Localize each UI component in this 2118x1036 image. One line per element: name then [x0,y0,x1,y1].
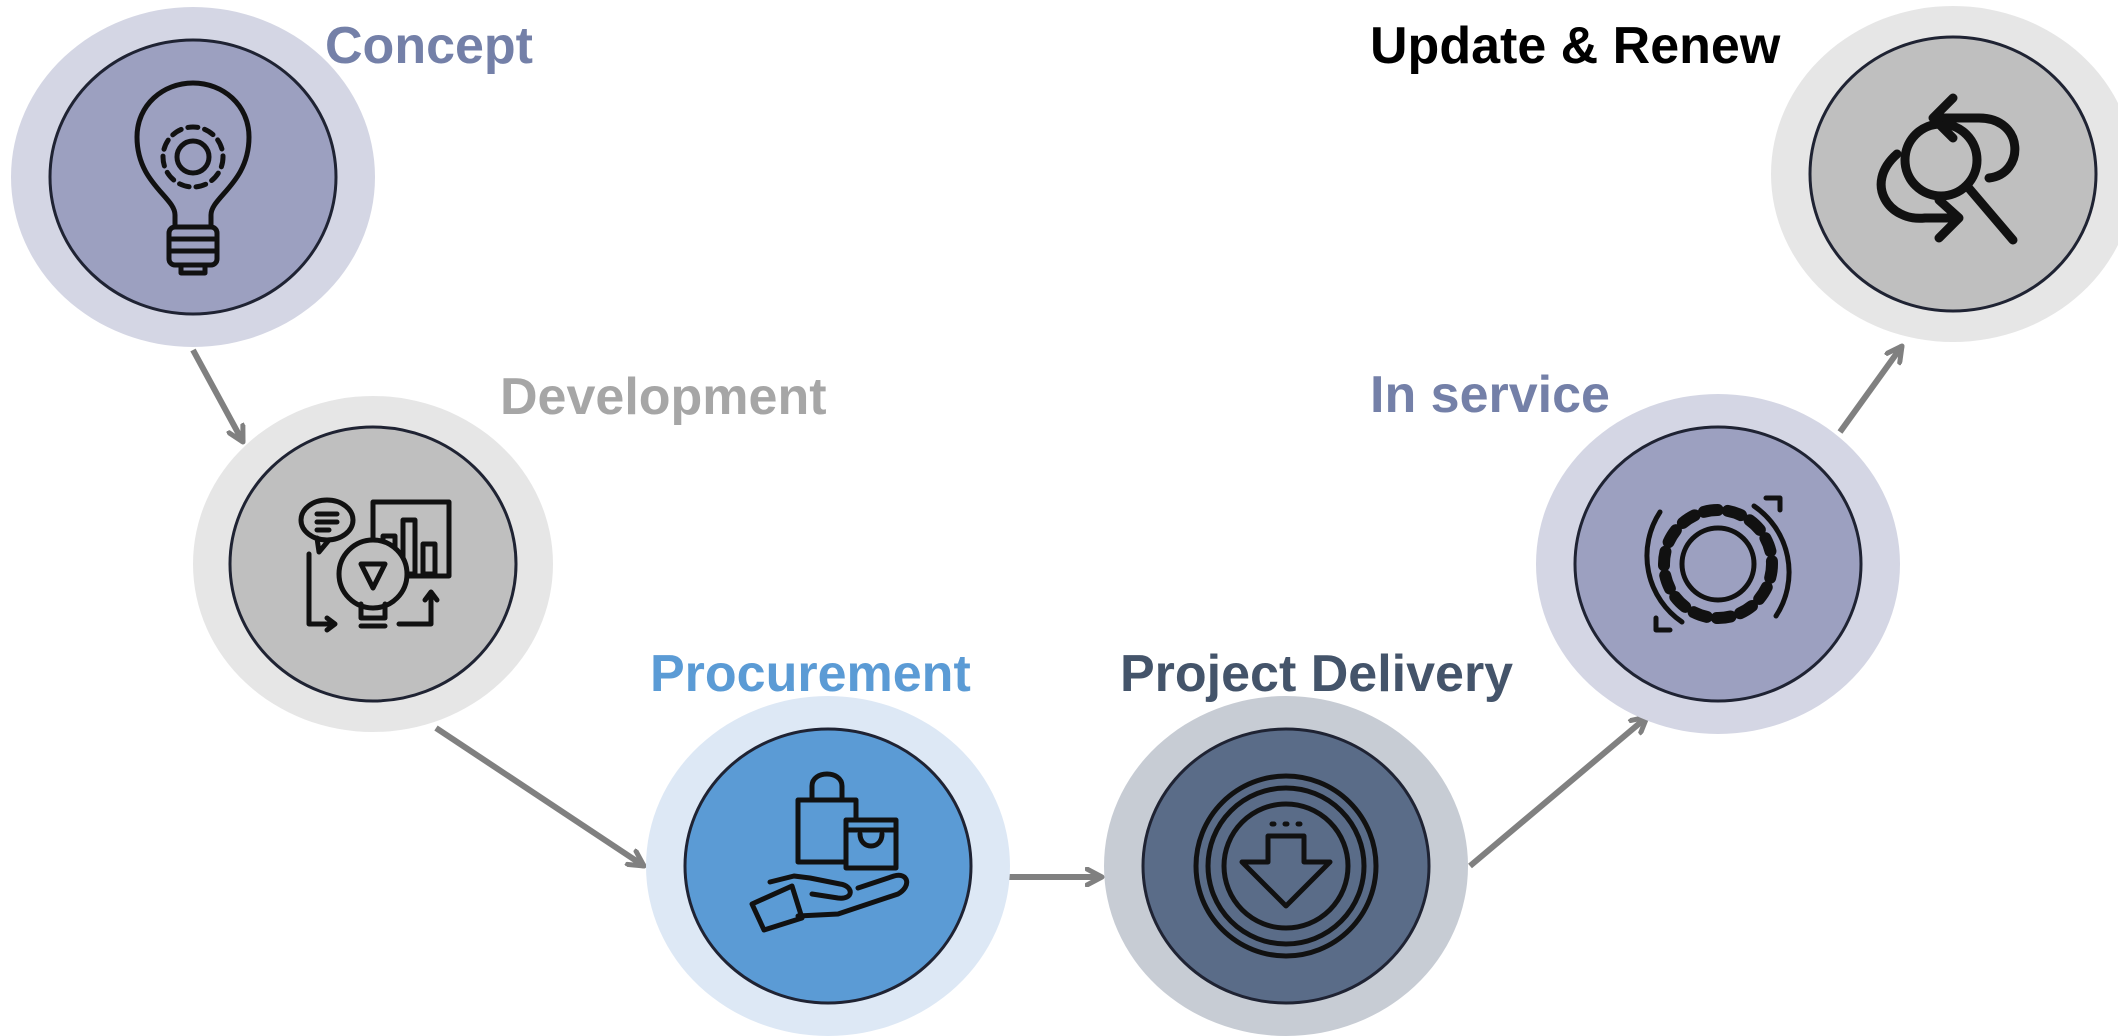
gear-cycle-icon [1644,495,1792,633]
concept-circle [48,38,338,316]
download-circle-icon [1193,773,1379,959]
label-in-service: In service [1370,366,1610,424]
stage-in-service [1536,394,1900,734]
lightbulb-gear-icon [134,80,252,276]
search-refresh-icon [1876,93,2020,245]
stage-update-renew [1771,6,2118,342]
procurement-circle [683,727,973,1005]
label-development: Development [500,368,827,426]
idea-chart-icon [298,497,452,633]
shopping-hand-icon [749,771,910,933]
arrow-in-service-to-update [1837,346,1902,434]
stage-procurement [646,696,1010,1036]
update-renew-circle [1808,35,2098,313]
stage-development [193,396,553,732]
label-update-renew: Update & Renew [1370,17,1781,75]
arrow-development-to-procurement [434,725,644,866]
connector-arrows [190,346,1902,877]
arrow-concept-to-development [190,348,246,442]
project-delivery-circle [1141,727,1431,1005]
label-concept: Concept [325,17,533,75]
stage-concept [11,7,375,347]
label-project-delivery: Project Delivery [1120,645,1513,703]
label-procurement: Procurement [650,645,971,703]
stage-project-delivery [1104,696,1468,1036]
in-service-circle [1573,425,1863,703]
arrow-delivery-to-in-service [1468,717,1647,869]
